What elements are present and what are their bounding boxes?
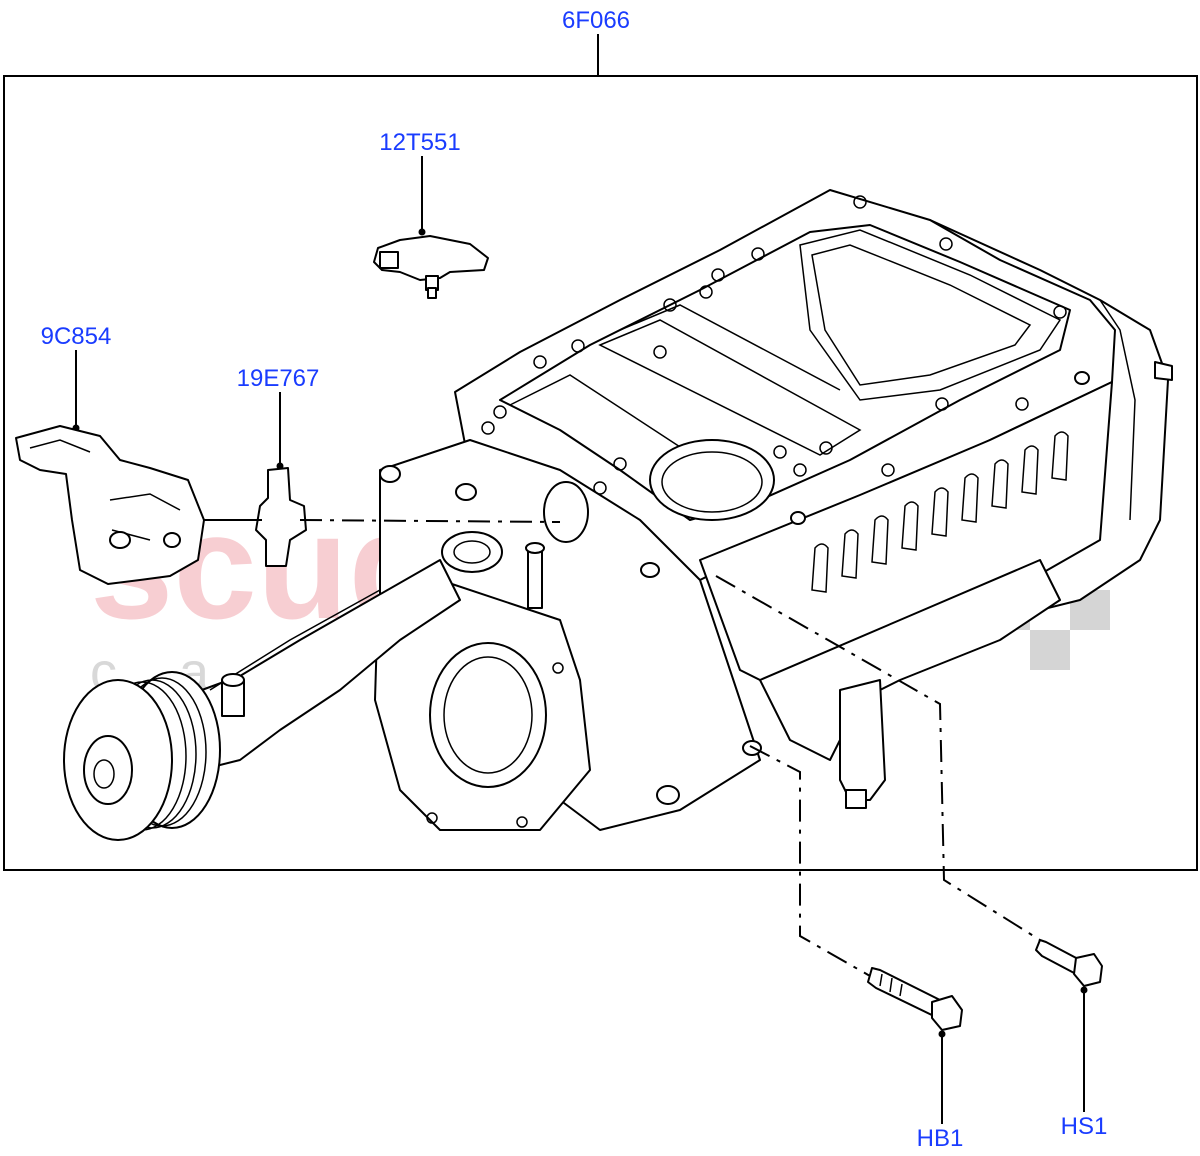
callout-actuator[interactable]: 9C854 — [41, 323, 112, 350]
sensor-12t551[interactable] — [373, 156, 489, 299]
callout-bolt-left[interactable]: HB1 — [917, 1125, 964, 1152]
bolt-hb1[interactable] — [749, 745, 963, 1124]
bolt-hs1[interactable] — [715, 575, 1103, 1112]
rib-array — [811, 431, 1069, 593]
align-line-bracket — [299, 519, 561, 523]
assembly-frame — [3, 75, 1198, 871]
callout-bolt-right[interactable]: HS1 — [1061, 1113, 1108, 1140]
bracket-19e767[interactable] — [255, 392, 307, 567]
mounting-holes — [481, 195, 1067, 495]
callout-bracket[interactable]: 19E767 — [237, 365, 320, 392]
hs1-leader-dashed — [715, 575, 1041, 941]
callout-assembly[interactable]: 6F066 — [562, 7, 630, 34]
callout-sensor-top[interactable]: 12T551 — [379, 129, 460, 156]
supercharger-body — [63, 189, 1173, 841]
drive-pulley — [63, 671, 221, 841]
actuator-9c854[interactable] — [15, 350, 205, 585]
hb1-leader-dashed — [749, 745, 871, 977]
